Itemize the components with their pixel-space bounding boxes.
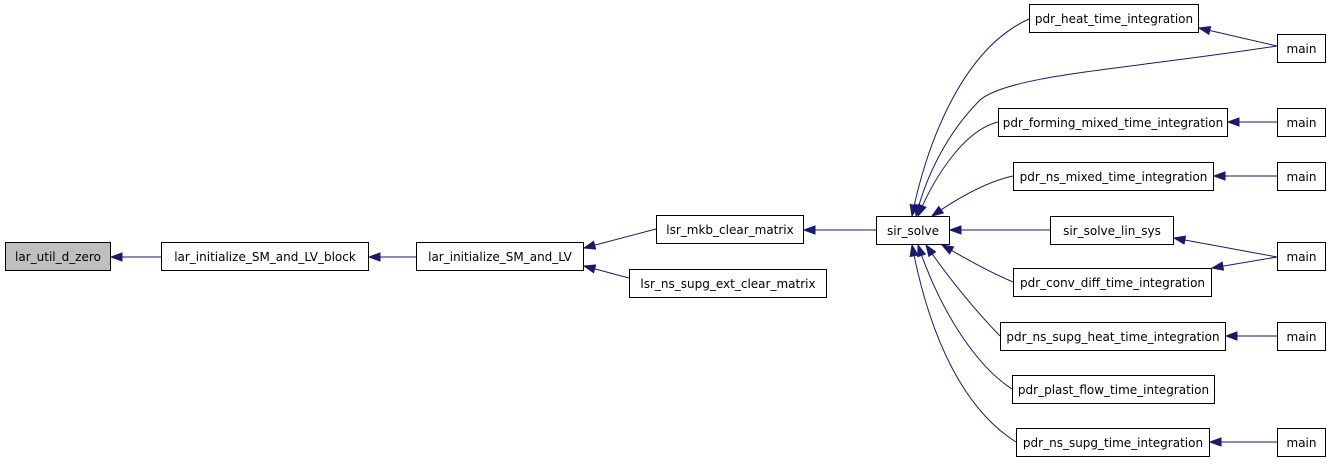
node-lar-initialize-sm-and-lv[interactable]: lar_initialize_SM_and_LV	[416, 242, 584, 271]
arrowhead-n3-to-n2	[582, 240, 597, 250]
node-main[interactable]: main	[1277, 322, 1326, 351]
arrowhead-m6-to-n13	[1208, 437, 1222, 447]
arrowhead-n9-to-n5	[948, 225, 962, 235]
node-pdr-ns-mixed-time-integration[interactable]: pdr_ns_mixed_time_integration	[1013, 162, 1214, 191]
arrowhead-n10-to-n5	[940, 244, 955, 255]
edge-n11-to-n5	[925, 244, 1001, 337]
arrowhead-n8-to-n5	[930, 205, 945, 217]
node-main[interactable]: main	[1277, 242, 1326, 271]
arrowhead-n5-to-n3	[802, 225, 816, 235]
node-lar-initialize-sm-and-lv-block[interactable]: lar_initialize_SM_and_LV_block	[161, 242, 369, 271]
node-pdr-heat-time-integration[interactable]: pdr_heat_time_integration	[1029, 4, 1199, 33]
edge-n3-to-n2	[583, 228, 657, 249]
arrowhead-n4-to-n2	[582, 264, 597, 274]
node-main[interactable]: main	[1277, 34, 1326, 63]
edge-m1-to-n6	[1198, 27, 1278, 47]
edge-n7-to-n5	[917, 121, 999, 217]
edge-n13-to-n5	[911, 244, 1017, 443]
arrowhead-m5-to-n11	[1224, 331, 1238, 341]
edge-m1-to-n5	[915, 45, 1278, 217]
arrowhead-m4-to-n9	[1172, 235, 1187, 245]
arrowhead-n13-to-n5	[909, 243, 919, 258]
edge-n8-to-n5	[931, 175, 1014, 217]
node-pdr-conv-diff-time-integration[interactable]: pdr_conv_diff_time_integration	[1013, 268, 1212, 297]
arrowhead-n2-to-n1	[367, 252, 381, 262]
node-root-lar-util-d-zero: lar_util_d_zero	[5, 242, 111, 271]
edge-n12-to-n5	[917, 244, 1013, 390]
node-sir-solve[interactable]: sir_solve	[876, 216, 950, 245]
arrowhead-m3-to-n8	[1212, 171, 1226, 181]
arrowhead-m1-to-n6	[1197, 25, 1212, 36]
edge-n10-to-n5	[941, 244, 1014, 283]
node-pdr-ns-supg-heat-time-integration[interactable]: pdr_ns_supg_heat_time_integration	[1000, 322, 1226, 351]
node-pdr-plast-flow-time-integration[interactable]: pdr_plast_flow_time_integration	[1012, 375, 1215, 404]
node-pdr-ns-supg-time-integration[interactable]: pdr_ns_supg_time_integration	[1016, 428, 1210, 457]
arrowhead-n7-to-n5	[917, 203, 927, 218]
node-lsr-mkb-clear-matrix[interactable]: lsr_mkb_clear_matrix	[656, 215, 804, 244]
node-lsr-ns-supg-ext-clear-matrix[interactable]: lsr_ns_supg_ext_clear_matrix	[629, 269, 827, 298]
node-pdr-forming-mixed-time-integration[interactable]: pdr_forming_mixed_time_integration	[998, 108, 1228, 137]
node-main[interactable]: main	[1277, 162, 1326, 191]
arrowhead-n11-to-n5	[925, 243, 937, 258]
arrowhead-m4-to-n10	[1210, 261, 1225, 271]
node-main[interactable]: main	[1277, 108, 1326, 137]
arrowhead-n12-to-n5	[917, 243, 927, 258]
arrowhead-n1-to-n0	[109, 252, 123, 262]
edge-n6-to-n5	[911, 18, 1030, 217]
arrowhead-m2-to-n7	[1226, 117, 1240, 127]
node-main[interactable]: main	[1277, 428, 1326, 457]
node-sir-solve-lin-sys[interactable]: sir_solve_lin_sys	[1050, 216, 1174, 245]
edge-m4-to-n9	[1173, 237, 1278, 258]
